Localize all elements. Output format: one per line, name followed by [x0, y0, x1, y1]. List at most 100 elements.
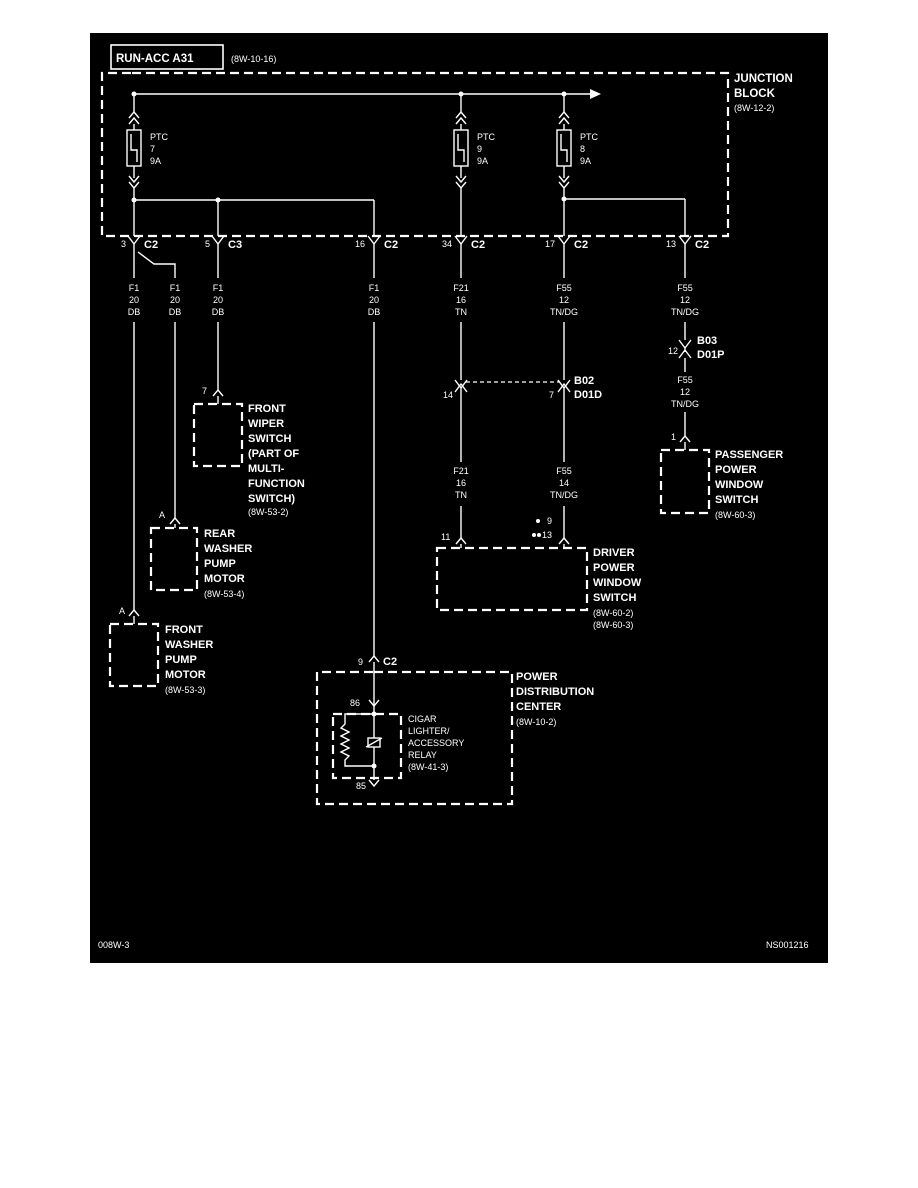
wire-4-code: F1	[369, 283, 380, 293]
front-washer-ref: (8W-53-3)	[165, 685, 205, 695]
passenger-l3: WINDOW	[715, 479, 764, 491]
circuit-title-text: RUN-ACC A31	[116, 53, 194, 65]
wire-2-gauge: 20	[170, 295, 180, 305]
b02-name: B02	[574, 375, 594, 387]
wire-7-code: F55	[677, 283, 693, 293]
ptc-8-l1: PTC	[580, 132, 599, 142]
passenger-pin: 1	[671, 432, 676, 442]
ptc-8-l2: 8	[580, 144, 585, 154]
pdc-pin: 9	[358, 657, 363, 667]
passenger-l2: POWER	[715, 464, 757, 476]
pdc-ref: (8W-10-2)	[516, 717, 556, 727]
wire-4-color: DB	[368, 307, 381, 317]
footer-left: 008W-3	[98, 940, 129, 950]
circuit-title-ref: (8W-10-16)	[231, 54, 276, 64]
b02-pin-right: 7	[549, 390, 554, 400]
front-washer-pump-motor: A FRONT WASHER PUMP MOTOR (8W-53-3)	[108, 606, 213, 695]
footer-right: NS001216	[766, 940, 809, 950]
rear-washer-l4: MOTOR	[204, 573, 245, 585]
passenger-l1: PASSENGER	[715, 449, 783, 461]
ptc-7-l3: 9A	[150, 156, 161, 166]
conn-16-pin: 16	[355, 239, 365, 249]
front-wiper-switch: 7 FRONT WIPER SWITCH (PART OF MULTI- FUN…	[192, 386, 305, 517]
power-distribution-center: 9 C2 POWER DISTRIBUTION CENTER (8W-10-2)	[315, 656, 594, 806]
driver-l1: DRIVER	[593, 547, 635, 559]
ptc-9: PTC 9 9A	[453, 110, 496, 236]
circuit-title: RUN-ACC A31 (8W-10-16)	[110, 44, 276, 70]
b03-sub: D01P	[697, 349, 725, 361]
wire-2-code: F1	[170, 283, 181, 293]
internal-splices	[131, 196, 686, 236]
junction-block-ref: (8W-12-2)	[734, 103, 774, 113]
wire-10-gauge: 12	[680, 387, 690, 397]
wire-9-gauge: 14	[559, 478, 569, 488]
wire-3-color: DB	[212, 307, 225, 317]
conn-3-pin: 3	[121, 239, 126, 249]
relay-l2: LIGHTER/	[408, 726, 450, 736]
wire-7-color: TN/DG	[671, 307, 699, 317]
rear-washer-l1: REAR	[204, 528, 235, 540]
front-washer-l1: FRONT	[165, 624, 203, 636]
ptc-7-l2: 7	[150, 144, 155, 154]
wire-9-color: TN/DG	[550, 490, 578, 500]
pdc-l1: POWER	[516, 671, 558, 683]
wire-1-gauge: 20	[129, 295, 139, 305]
conn-17-pin: 17	[545, 239, 555, 249]
driver-power-window-switch: 11 9 13 DRIVER POWER WINDOW SWITCH (8W-6…	[435, 516, 642, 630]
front-wiper-l4: (PART OF	[248, 448, 299, 460]
ptc-9-l1: PTC	[477, 132, 496, 142]
ptc-8-l3: 9A	[580, 156, 591, 166]
rear-washer-ref: (8W-53-4)	[204, 589, 244, 599]
driver-l3: WINDOW	[593, 577, 642, 589]
driver-ref-2: (8W-60-3)	[593, 620, 633, 630]
front-wiper-l1: FRONT	[248, 403, 286, 415]
front-wiper-l5: MULTI-	[248, 463, 285, 475]
wire-8-code: F21	[453, 466, 469, 476]
relay-l1: CIGAR	[408, 714, 437, 724]
wire-2-color: DB	[169, 307, 182, 317]
b02-pin-left: 14	[443, 390, 453, 400]
b03-name: B03	[697, 335, 717, 347]
driver-note-b: 13	[542, 530, 552, 540]
rear-washer-pump-motor: A REAR WASHER PUMP MOTOR (8W-53-4)	[149, 510, 252, 599]
conn-16-label: C2	[384, 239, 398, 251]
conn-13-pin: 13	[666, 239, 676, 249]
conn-13-label: C2	[695, 239, 709, 251]
conn-3-label: C2	[144, 239, 158, 251]
ptc-9-l2: 9	[477, 144, 482, 154]
conn-17-label: C2	[574, 239, 588, 251]
rear-washer-l2: WASHER	[204, 543, 252, 555]
passenger-l4: SWITCH	[715, 494, 758, 506]
driver-l2: POWER	[593, 562, 635, 574]
wire-1-code: F1	[129, 283, 140, 293]
conn-5-label: C3	[228, 239, 242, 251]
pdc-l2: DISTRIBUTION	[516, 686, 594, 698]
junction-block-label-2: BLOCK	[734, 88, 776, 100]
passenger-power-window-switch: 1 PASSENGER POWER WINDOW SWITCH (8W-60-3…	[659, 432, 783, 520]
connector-row: 3 C2 5 C3 16 C2 34 C2 17 C2 13 C2	[121, 235, 709, 251]
relay-pin-bottom: 85	[356, 781, 366, 791]
conn-34-label: C2	[471, 239, 485, 251]
wire-1-color: DB	[128, 307, 141, 317]
front-washer-l3: PUMP	[165, 654, 197, 666]
ptc-7: PTC 7 9A	[126, 110, 169, 236]
front-wiper-l2: WIPER	[248, 418, 284, 430]
cigar-lighter-relay: 86 85 CIGAR LIGHTER/ ACCESSORY RELAY (8W…	[331, 672, 464, 791]
wire-3-code: F1	[213, 283, 224, 293]
front-washer-l4: MOTOR	[165, 669, 206, 681]
front-wiper-pin: 7	[202, 386, 207, 396]
wire-8-gauge: 16	[456, 478, 466, 488]
wire-6-color: TN/DG	[550, 307, 578, 317]
front-wiper-ref: (8W-53-2)	[248, 507, 288, 517]
front-wiper-l6: FUNCTION	[248, 478, 305, 490]
conn-34-pin: 34	[442, 239, 452, 249]
b02-sub: D01D	[574, 389, 602, 401]
junction-block: JUNCTION BLOCK (8W-12-2)	[100, 71, 793, 238]
junction-block-label-1: JUNCTION	[734, 73, 793, 85]
ptc-8: PTC 8 9A	[556, 110, 599, 236]
wire-5-gauge: 16	[456, 295, 466, 305]
ptc-7-l1: PTC	[150, 132, 169, 142]
driver-l4: SWITCH	[593, 592, 636, 604]
rear-washer-pin: A	[159, 510, 165, 520]
relay-l3: ACCESSORY	[408, 738, 464, 748]
